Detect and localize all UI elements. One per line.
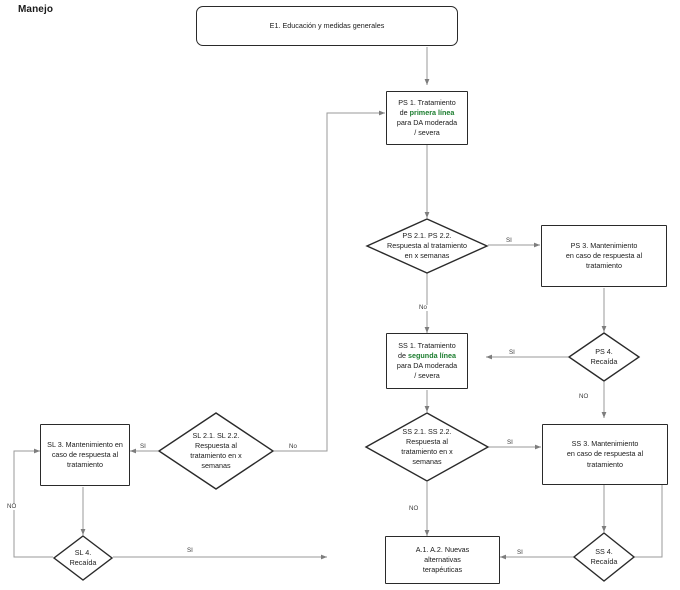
node-sl2-line3: tratamiento en x: [190, 451, 242, 460]
node-sl3-line3: tratamiento: [67, 460, 103, 470]
node-sl3[interactable]: SL 3. Mantenimiento en caso de respuesta…: [40, 424, 130, 486]
edge-label-ss2-si: SI: [506, 439, 514, 447]
node-a1[interactable]: A.1. A.2. Nuevas alternativas terapéutic…: [385, 536, 500, 584]
node-e1-label: E1. Educación y medidas generales: [269, 20, 385, 30]
node-ss1-label: SS 1. Tratamiento de segunda línea para …: [397, 341, 457, 382]
node-sl3-line1: SL 3. Mantenimiento en: [47, 439, 123, 449]
node-ps2[interactable]: PS 2.1. PS 2.2. Respuesta al tratamiento…: [365, 218, 489, 274]
node-ps1[interactable]: PS 1. Tratamiento de primera línea para …: [386, 91, 468, 145]
node-sl4[interactable]: SL 4. Recaída: [52, 535, 114, 581]
node-ps2-line3: en x semanas: [404, 251, 450, 261]
edge-label-ss4-si: SI: [516, 549, 524, 557]
node-ss2-line3: tratamiento en x: [401, 447, 453, 456]
edge-label-sl2-no: No: [288, 443, 298, 451]
node-sl2-label: SL 2.1. SL 2.2. Respuesta al tratamiento…: [158, 412, 274, 490]
node-sl4-line2: Recaída: [69, 558, 97, 567]
edge-label-ps4-no: NO: [578, 393, 590, 401]
node-a1-line1: A.1. A.2. Nuevas: [415, 544, 470, 554]
node-ss3-line1: SS 3. Mantenimiento: [571, 439, 639, 449]
node-ss2[interactable]: SS 2.1. SS 2.2. Respuesta al tratamiento…: [364, 412, 490, 482]
node-ps4[interactable]: PS 4. Recaída: [567, 332, 641, 382]
node-ps4-line2: Recaída: [590, 357, 618, 366]
edge-label-ps4-si: SI: [508, 349, 516, 357]
node-ss2-line1: SS 2.1. SS 2.2.: [402, 426, 452, 436]
node-ss1-highlight: segunda línea: [408, 350, 456, 360]
node-sl2-line4: semanas: [201, 461, 231, 471]
node-ss4[interactable]: SS 4. Recaída: [572, 532, 636, 582]
node-ps3-label: PS 3. Mantenimiento en caso de respuesta…: [566, 241, 642, 272]
node-ps1-line3: para DA moderada: [396, 118, 458, 127]
node-ss1-line2-prefix: de: [398, 350, 409, 360]
edge-label-sl4-si: SI: [186, 547, 194, 555]
node-sl2[interactable]: SL 2.1. SL 2.2. Respuesta al tratamiento…: [157, 412, 275, 490]
node-sl3-line2: caso de respuesta al: [51, 449, 119, 459]
node-sl2-line2: Respuesta al: [195, 440, 237, 450]
node-ss4-label: SS 4. Recaída: [573, 532, 635, 582]
node-ps3-line2: en caso de respuesta al: [565, 250, 643, 260]
node-ps2-label: PS 2.1. PS 2.2. Respuesta al tratamiento…: [366, 218, 488, 274]
node-ps1-line2: de primera línea: [397, 108, 457, 118]
node-ps3-line1: PS 3. Mantenimiento: [570, 240, 638, 250]
node-ps1-line2-prefix: de: [399, 107, 410, 117]
node-ps1-line1: PS 1. Tratamiento: [398, 97, 456, 107]
edge-label-sl2-si: SI: [139, 443, 147, 451]
node-ss3-label: SS 3. Mantenimiento en caso de respuesta…: [567, 439, 643, 470]
node-ss1[interactable]: SS 1. Tratamiento de segunda línea para …: [386, 333, 468, 389]
node-ss1-line3: para DA moderada: [396, 361, 458, 370]
node-ps2-line1: PS 2.1. PS 2.2.: [402, 230, 452, 240]
edge-label-ps2-no: No: [418, 304, 428, 312]
node-ps1-line4: / severa: [414, 128, 440, 138]
node-a1-line3: terapéuticas: [422, 565, 463, 575]
page-title: Manejo: [18, 4, 54, 15]
node-ps4-label: PS 4. Recaída: [568, 332, 640, 382]
node-sl3-label: SL 3. Mantenimiento en caso de respuesta…: [47, 440, 123, 471]
node-sl2-line1: SL 2.1. SL 2.2.: [192, 430, 240, 440]
node-ps3-line3: tratamiento: [586, 261, 622, 271]
node-ss3-line2: en caso de respuesta al: [566, 449, 644, 459]
node-ss4-line2: Recaída: [590, 557, 618, 566]
node-ss2-line2: Respuesta al: [406, 436, 448, 446]
node-a1-line2: alternativas: [424, 554, 461, 564]
edge-label-ss2-no: NO: [408, 505, 420, 513]
node-ss1-line4: / severa: [414, 371, 440, 381]
node-ss1-line1: SS 1. Tratamiento: [398, 340, 456, 350]
edge-label-sl4-no: NO: [6, 503, 18, 511]
node-sl4-line1: SL 4.: [74, 547, 92, 557]
node-sl4-label: SL 4. Recaída: [53, 535, 113, 581]
node-ps1-highlight: primera línea: [409, 107, 455, 117]
node-ps2-line2: Respuesta al tratamiento: [387, 240, 467, 250]
node-ps1-label: PS 1. Tratamiento de primera línea para …: [397, 98, 457, 139]
node-e1[interactable]: E1. Educación y medidas generales: [196, 6, 458, 46]
node-ss3-line3: tratamiento: [587, 459, 623, 469]
node-ss2-label: SS 2.1. SS 2.2. Respuesta al tratamiento…: [365, 412, 489, 482]
edge-label-ps2-si: SI: [505, 237, 513, 245]
node-ps3[interactable]: PS 3. Mantenimiento en caso de respuesta…: [541, 225, 667, 287]
node-a1-label: A.1. A.2. Nuevas alternativas terapéutic…: [416, 545, 470, 576]
node-ss4-line1: SS 4.: [595, 546, 613, 556]
node-ps4-line1: PS 4.: [595, 346, 613, 356]
node-ss1-line2: de segunda línea: [397, 351, 457, 361]
node-ss2-line4: semanas: [412, 457, 442, 467]
node-ss3[interactable]: SS 3. Mantenimiento en caso de respuesta…: [542, 424, 668, 485]
